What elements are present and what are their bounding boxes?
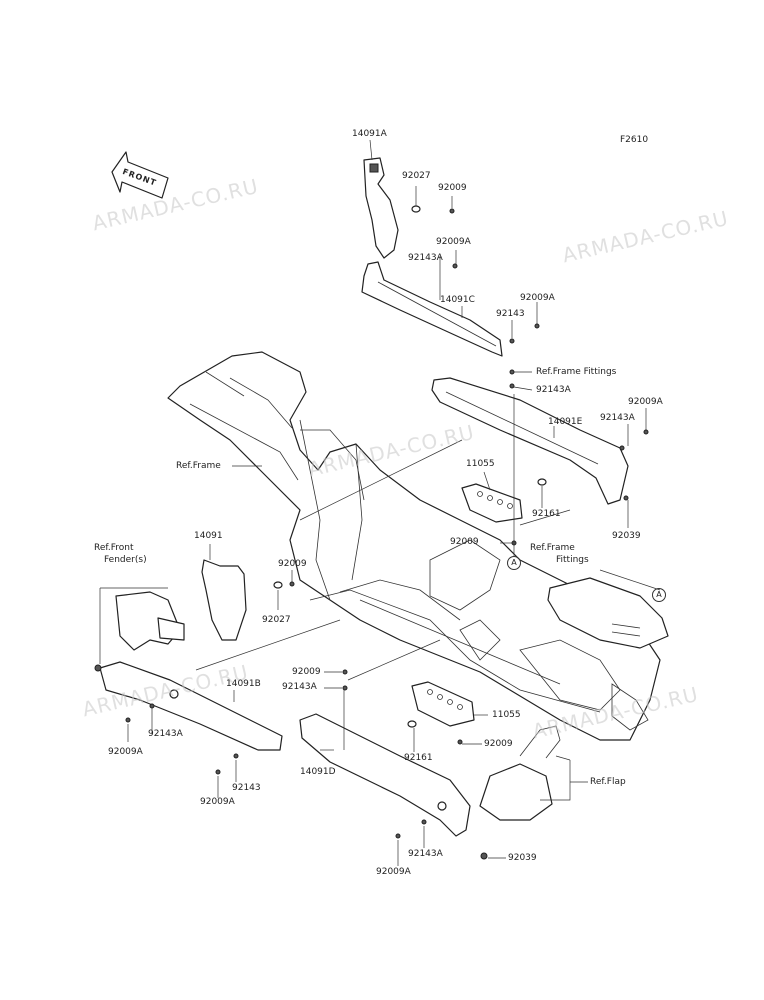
part-label: 92009A	[628, 397, 663, 407]
part-label: 92027	[262, 615, 291, 625]
part-label: 92009A	[520, 293, 555, 303]
part-label: 14091	[194, 531, 223, 541]
callout-a-marker: A	[652, 588, 666, 602]
part-label: Ref.Frame Fittings	[536, 367, 617, 377]
part-label: 92027	[402, 171, 431, 181]
part-label: 11055	[466, 459, 495, 469]
part-label: 92161	[404, 753, 433, 763]
part-label: Fittings	[556, 555, 589, 565]
part-label: 92039	[612, 531, 641, 541]
part-label: Ref.Flap	[590, 777, 626, 787]
part-label: 92143A	[282, 682, 317, 692]
diagram-code: F2610	[620, 135, 649, 145]
frame-fittings-plate	[547, 577, 669, 649]
callout-a-marker: A	[507, 556, 521, 570]
bracket-11055-lower	[342, 669, 475, 745]
part-label: 14091A	[352, 129, 387, 139]
front-fender	[115, 591, 185, 651]
part-label: 92161	[532, 509, 561, 519]
part-label: Ref.Frame	[530, 543, 575, 553]
part-label: 92009A	[108, 747, 143, 757]
part-label: 92009	[450, 537, 479, 547]
part-label: 92143	[232, 783, 261, 793]
part-label: 92143A	[148, 729, 183, 739]
part-label: 92039	[508, 853, 537, 863]
part-label: Ref.Front	[94, 543, 134, 553]
cover-14091d	[299, 713, 471, 839]
bracket-11055-upper	[461, 478, 547, 546]
cover-14091	[201, 559, 295, 641]
part-label: 11055	[492, 710, 521, 720]
part-label: 92009A	[200, 797, 235, 807]
cover-14091c	[361, 261, 540, 357]
part-label: 92009	[278, 559, 307, 569]
part-label: 92009	[438, 183, 467, 193]
cover-14091b	[94, 661, 283, 775]
part-label: 92143A	[408, 849, 443, 859]
part-label: 92143	[496, 309, 525, 319]
part-label: 92143A	[600, 413, 635, 423]
part-label: 14091B	[226, 679, 261, 689]
part-label: 14091C	[440, 295, 475, 305]
part-label: 92009	[484, 739, 513, 749]
part-label: 92009	[292, 667, 321, 677]
front-arrow-icon	[111, 151, 169, 199]
cover-14091a	[363, 157, 455, 259]
part-label: 92009A	[376, 867, 411, 877]
leader-lines	[99, 139, 661, 866]
part-label: 92009A	[436, 237, 471, 247]
part-label: 92143A	[536, 385, 571, 395]
part-label: 92143A	[408, 253, 443, 263]
part-label: Ref.Frame	[176, 461, 221, 471]
mud-flap	[479, 725, 561, 860]
part-label: 14091D	[300, 767, 336, 777]
part-label: 14091E	[548, 417, 583, 427]
part-label: Fender(s)	[104, 555, 147, 565]
cover-14091e	[431, 369, 649, 505]
